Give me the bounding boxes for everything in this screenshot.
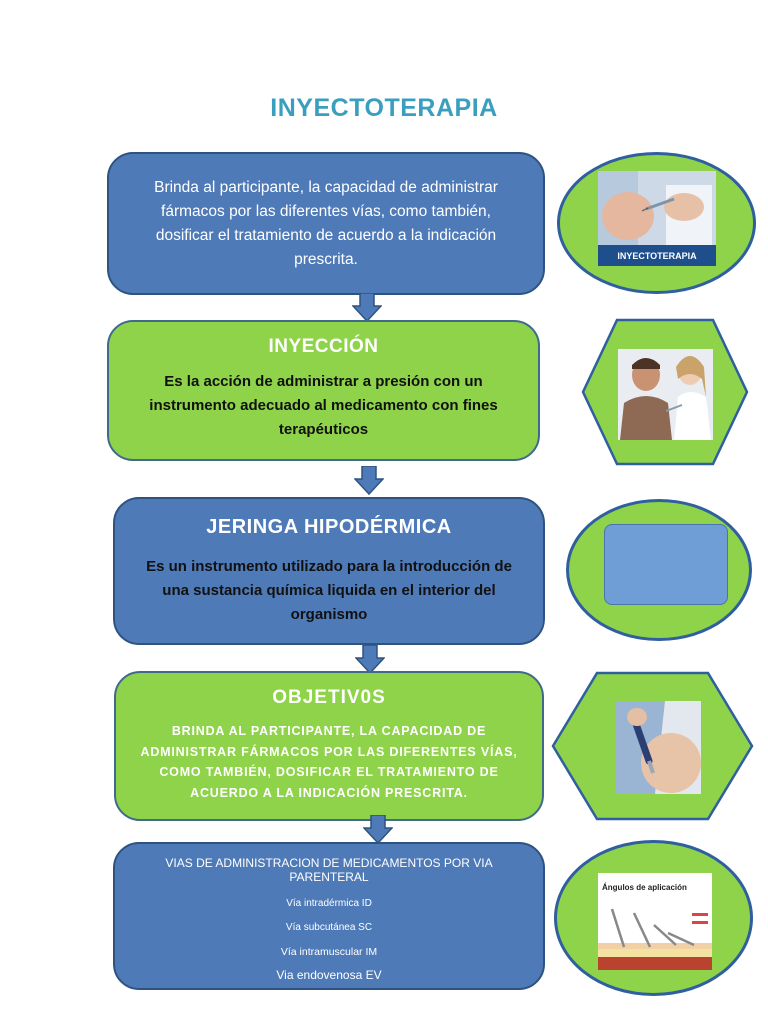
- arrow-down-icon: [354, 466, 384, 496]
- inyectoterapia-banner: INYECTOTERAPIA: [598, 245, 716, 266]
- injection-photo: INYECTOTERAPIA: [598, 171, 716, 266]
- nurse-patient-illustration-icon: [618, 349, 713, 440]
- inyeccion-heading: INYECCIÓN: [268, 336, 379, 357]
- vias-box: VIAS DE ADMINISTRACION DE MEDICAMENTOS P…: [113, 842, 545, 990]
- page-title: INYECTOTERAPIA: [270, 94, 498, 122]
- vias-item: Vía intramuscular IM: [280, 946, 378, 958]
- arrow-down-icon: [363, 815, 393, 845]
- placeholder-image: [604, 524, 728, 605]
- injection-angles-illustration-icon: [598, 908, 712, 970]
- vias-heading: VIAS DE ADMINISTRACION DE MEDICAMENTOS P…: [165, 856, 493, 884]
- intro-box: Brinda al participante, la capacidad de …: [107, 152, 545, 295]
- inyeccion-box: INYECCIÓN Es la acción de administrar a …: [107, 320, 540, 461]
- objetivos-heading: OBJETIV0S: [272, 687, 386, 708]
- jeringa-heading: JERINGA HIPODÉRMICA: [206, 516, 452, 538]
- vias-item: Via endovenosa EV: [276, 968, 382, 982]
- angulos-title: Ángulos de aplicación: [602, 883, 687, 892]
- patient-photo: [618, 349, 713, 440]
- arrow-down-icon: [355, 645, 385, 675]
- jeringa-box: JERINGA HIPODÉRMICA Es un instrumento ut…: [113, 497, 545, 645]
- vias-item: Vía subcutánea SC: [285, 922, 373, 933]
- angulos-diagram: Ángulos de aplicación: [598, 873, 712, 970]
- arrow-down-icon: [352, 293, 382, 323]
- objetivos-text: BRINDA AL PARTICIPANTE, LA CAPACIDAD DE …: [140, 724, 518, 800]
- inyeccion-text: Es la acción de administrar a presión co…: [149, 373, 498, 438]
- insulin-pen-illustration-icon: [615, 701, 701, 794]
- jeringa-text: Es un instrumento utilizado para la intr…: [146, 558, 512, 623]
- insulin-pen-photo: [615, 701, 701, 794]
- injection-illustration-icon: [598, 171, 716, 245]
- intro-text: Brinda al participante, la capacidad de …: [154, 178, 498, 268]
- objetivos-box: OBJETIV0S BRINDA AL PARTICIPANTE, LA CAP…: [114, 671, 544, 821]
- vias-item: Vía intradérmica ID: [286, 898, 372, 909]
